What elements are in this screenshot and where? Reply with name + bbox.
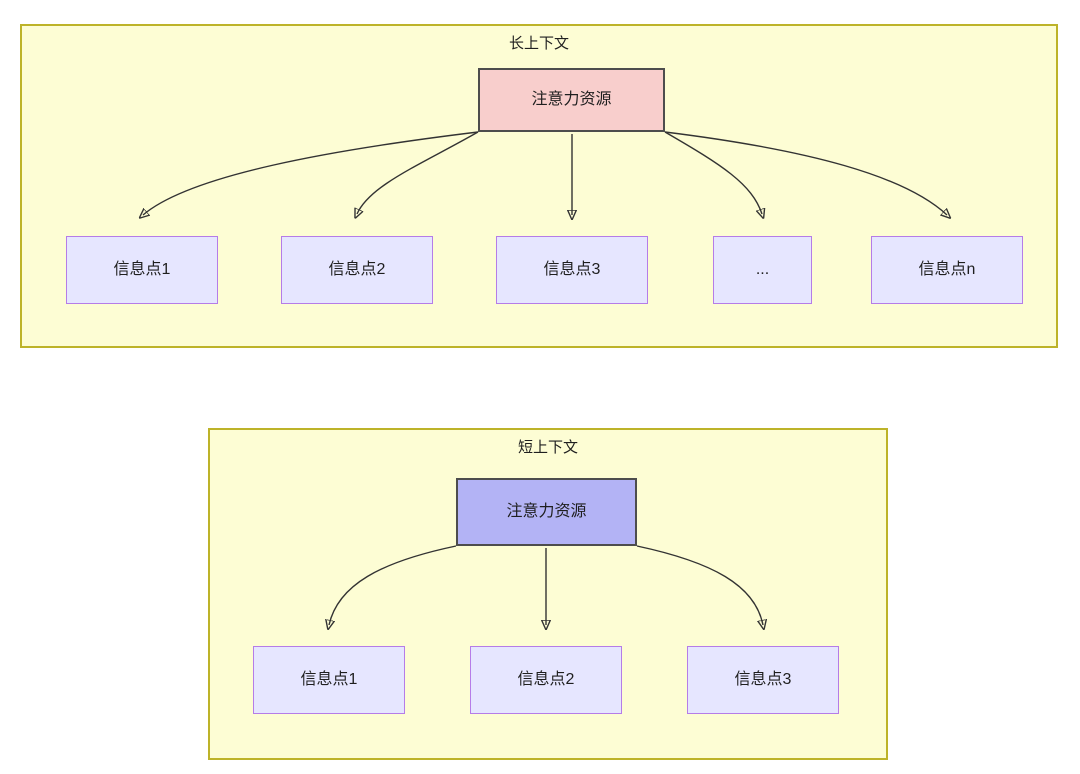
node-info-point-long-3[interactable]: 信息点3 (496, 236, 648, 304)
node-attention-resource-short[interactable]: 注意力资源 (456, 478, 637, 546)
node-info-point-short-2[interactable]: 信息点2 (470, 646, 622, 714)
node-info-point-long-n[interactable]: 信息点n (871, 236, 1023, 304)
group-short-context-title: 短上下文 (517, 439, 578, 456)
node-info-point-short-3[interactable]: 信息点3 (687, 646, 839, 714)
group-long-context-title: 长上下文 (508, 35, 569, 52)
node-info-point-long-1[interactable]: 信息点1 (66, 236, 218, 304)
node-info-point-long-ellipsis[interactable]: ... (713, 236, 812, 304)
node-attention-resource-long[interactable]: 注意力资源 (478, 68, 665, 132)
node-info-point-short-1[interactable]: 信息点1 (253, 646, 405, 714)
node-info-point-long-2[interactable]: 信息点2 (281, 236, 433, 304)
